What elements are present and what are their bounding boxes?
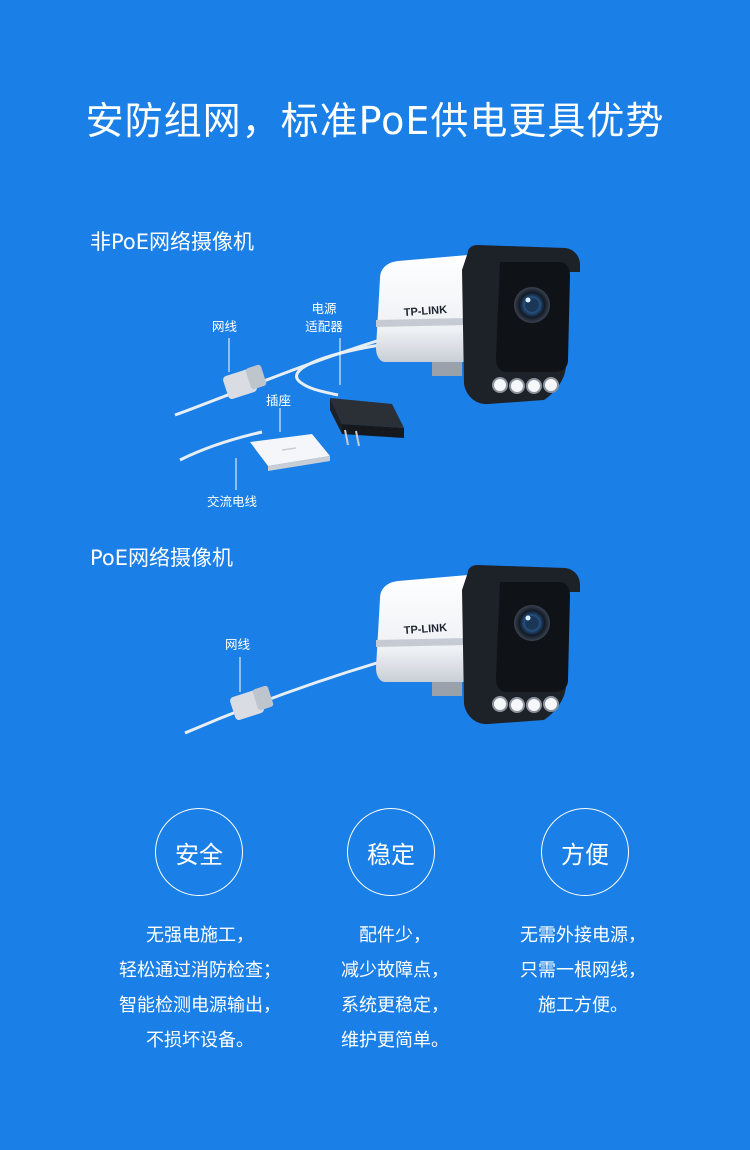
description-line: 轻松通过消防检查； (119, 960, 281, 981)
description-line: 减少故障点， (341, 960, 449, 981)
description-line: 施工方便。 (538, 995, 628, 1016)
callout-network-cable: 网线 (225, 637, 251, 652)
feature-convenient-description: 无需外接电源， 只需一根网线， 施工方便。 (473, 918, 693, 1023)
non-poe-label: 非PoE网络摄像机 (90, 230, 255, 254)
feature-convenient-circle: 方便 (541, 808, 629, 896)
socket-icon (250, 434, 330, 471)
callout-socket: 插座 (266, 393, 292, 408)
description-line: 只需一根网线， (520, 960, 646, 981)
description-line: 配件少， (359, 925, 431, 946)
callout-power-adapter: 电源 适配器 (305, 301, 343, 334)
camera-icon (376, 245, 580, 405)
description-line: 无需外接电源， (520, 925, 646, 946)
ac-cable (179, 430, 263, 462)
camera-icon (376, 565, 580, 725)
rj45-connector-icon (223, 364, 267, 400)
callout-network-cable: 网线 (212, 319, 238, 334)
non-poe-diagram: TP-LINK (174, 245, 580, 490)
feature-stable-description: 配件少， 减少故障点， 系统更稳定， 维护更简单。 (285, 918, 505, 1058)
poe-diagram: TP-LINK (184, 565, 580, 735)
description-line: 系统更稳定， (341, 995, 449, 1016)
non-poe-scene: TP-LINK (0, 240, 750, 530)
power-adapter-icon (330, 398, 404, 447)
feature-stable-circle: 稳定 (347, 808, 435, 896)
rj45-connector-icon (230, 685, 274, 721)
feature-safe-circle: 安全 (155, 808, 243, 896)
brand-logo: TP-LINK (403, 304, 447, 319)
power-cable (295, 343, 381, 397)
page-title: 安防组网，标准PoE供电更具优势 (85, 99, 665, 143)
network-cable (184, 660, 381, 735)
feature-safe-description: 无强电施工， 轻松通过消防检查； 智能检测电源输出， 不损坏设备。 (90, 918, 310, 1058)
callout-ac-cable: 交流电线 (207, 494, 258, 509)
poe-scene: TP-LINK (0, 555, 750, 740)
description-line: 维护更简单。 (341, 1030, 449, 1051)
description-line: 不损坏设备。 (146, 1030, 254, 1051)
brand-logo: TP-LINK (403, 622, 447, 637)
description-line: 智能检测电源输出， (119, 995, 281, 1016)
description-line: 无强电施工， (146, 925, 254, 946)
poe-label: PoE网络摄像机 (90, 546, 234, 570)
